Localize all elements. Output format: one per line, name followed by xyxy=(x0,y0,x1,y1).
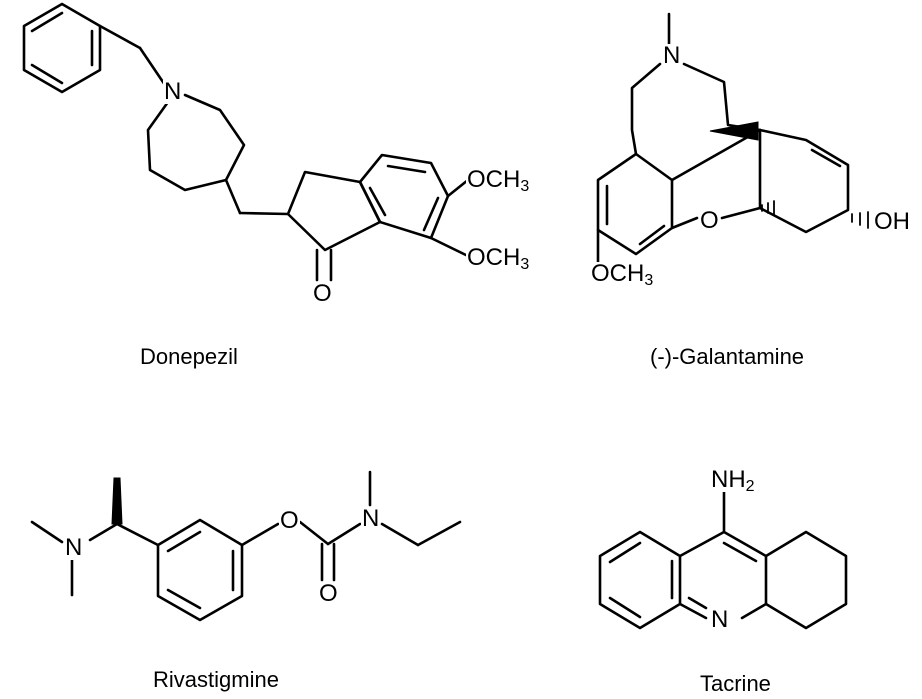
tacrine-amino-label: NH2 xyxy=(710,466,756,495)
rivastigmine-carbamate-nitrogen: N xyxy=(361,505,381,532)
rivastigmine-benzene-ring xyxy=(156,518,244,622)
galantamine-name: (-)-Galantamine xyxy=(650,344,805,369)
donepezil-oxygen-atom: O xyxy=(312,280,333,307)
donepezil-methoxy-label-1: OCH3 xyxy=(466,166,531,195)
galantamine-aromatic-ring xyxy=(596,152,674,256)
donepezil-name: Donepezil xyxy=(140,344,238,369)
rivastigmine-structure xyxy=(30,470,462,622)
galantamine-structure xyxy=(596,12,869,264)
tacrine-benzene-ring xyxy=(598,530,682,630)
tacrine-nitrogen-atom: N xyxy=(710,606,730,633)
donepezil-nitrogen-atom: N xyxy=(163,78,183,105)
galantamine-oxygen-atom: O xyxy=(699,207,720,234)
tacrine-name: Tacrine xyxy=(700,671,771,696)
rivastigmine-name: Rivastigmine xyxy=(153,667,279,692)
donepezil-structure xyxy=(22,2,470,282)
donepezil-methoxy-label-2: OCH3 xyxy=(466,244,531,273)
rivastigmine-carbonyl-oxygen: O xyxy=(318,580,339,607)
galantamine-methoxy-label: OCH3 xyxy=(590,260,655,289)
tacrine-structure xyxy=(598,490,848,630)
donepezil-benzene-ring xyxy=(22,2,102,94)
galantamine-nitrogen-atom: N xyxy=(662,42,682,69)
galantamine-hydroxyl-label: OH xyxy=(873,208,911,235)
rivastigmine-wedge-bond xyxy=(111,477,123,525)
rivastigmine-amine-nitrogen: N xyxy=(64,534,84,561)
rivastigmine-ester-oxygen: O xyxy=(279,507,300,534)
